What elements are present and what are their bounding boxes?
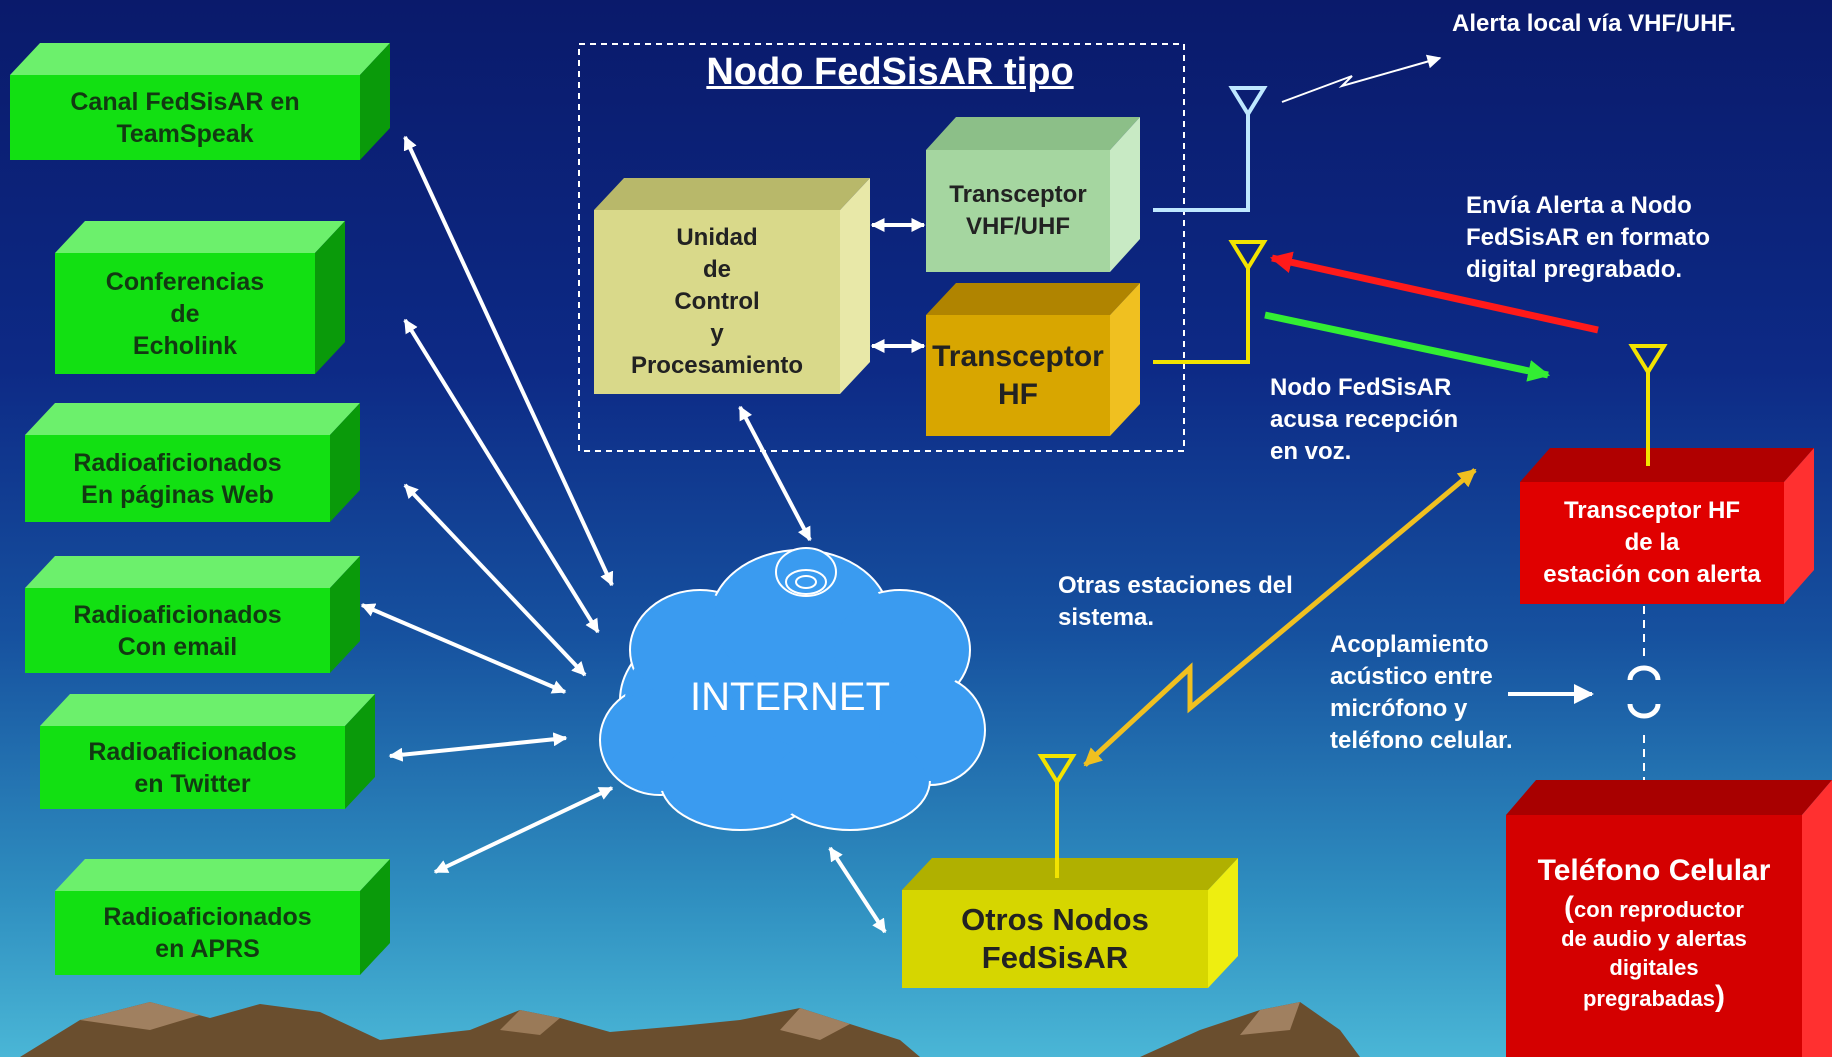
internet-links — [360, 135, 926, 934]
mountains — [20, 1002, 1360, 1057]
cell-phone-title: Teléfono Celular — [1537, 854, 1771, 887]
alert-station-shape — [1520, 448, 1814, 604]
other-stations-link — [1083, 468, 1477, 767]
acoustic-label: Acoplamiento acústico entre micrófono y … — [1330, 631, 1513, 754]
vhf-antenna-icon — [1153, 86, 1268, 212]
acoustic-coupling — [1508, 606, 1661, 780]
other-nodes-label: Otros Nodos FedSisAR — [961, 902, 1149, 975]
cell-phone-detail-4: pregrabadas — [1582, 986, 1716, 1011]
alert-antenna-icon — [1628, 344, 1668, 466]
ack-arrow — [1264, 311, 1551, 382]
other-nodes-shape — [902, 858, 1238, 988]
node-title: Nodo FedSisAR tipo — [706, 50, 1074, 93]
hf-antenna-icon — [1153, 240, 1268, 364]
vhf-transceiver-label: Transceptor VHF/UHF — [949, 181, 1087, 240]
other-stations-label: Otras estaciones del sistema. — [1058, 572, 1293, 631]
block-email: Radioaficionados Con email — [73, 600, 282, 661]
vhf-transceiver-shape — [926, 117, 1140, 272]
green-block-shapes — [10, 43, 390, 975]
other-nodes-antenna-icon — [1037, 754, 1077, 878]
hf-transceiver-label: Transceptor HF — [932, 339, 1104, 411]
control-unit-label: Unidad de Control y Procesamiento — [630, 224, 804, 379]
cell-phone-detail-2: de audio y alertas — [1561, 926, 1747, 951]
block-teamspeak: Canal FedSisAR en TeamSpeak — [70, 87, 300, 148]
cloud-puff-icon — [775, 547, 837, 597]
local-alert-label: Alerta local vía VHF/UHF. — [1452, 10, 1737, 37]
alert-arrow — [1269, 251, 1599, 334]
internet-label: INTERNET — [690, 674, 890, 719]
block-aprs: Radioaficionados en APRS — [103, 903, 312, 963]
block-echolink: Conferencias de Echolink — [105, 267, 265, 360]
open-paren: ( — [1564, 891, 1575, 924]
block-twitter: Radioaficionados en Twitter — [88, 737, 297, 798]
send-alert-label: Envía Alerta a Nodo FedSisAR en formato … — [1466, 192, 1711, 283]
close-paren: ) — [1715, 980, 1726, 1013]
ack-voice-label: Nodo FedSisAR acusa recepción en voz. — [1270, 374, 1459, 465]
cell-phone-detail-3: digitales — [1609, 955, 1699, 980]
hf-transceiver-shape — [926, 283, 1140, 436]
cell-phone-detail-1: con reproductor — [1574, 897, 1744, 922]
block-web: Radioaficionados En páginas Web — [73, 448, 282, 509]
cell-phone-block: Teléfono Celular (con reproductor de aud… — [1506, 815, 1802, 1057]
alert-station-label: Transceptor HF de la estación con alerta — [1543, 497, 1761, 588]
local-alert-signal — [1281, 54, 1442, 103]
control-unit-shape — [594, 178, 870, 394]
cell-phone-shape — [1506, 780, 1832, 1057]
